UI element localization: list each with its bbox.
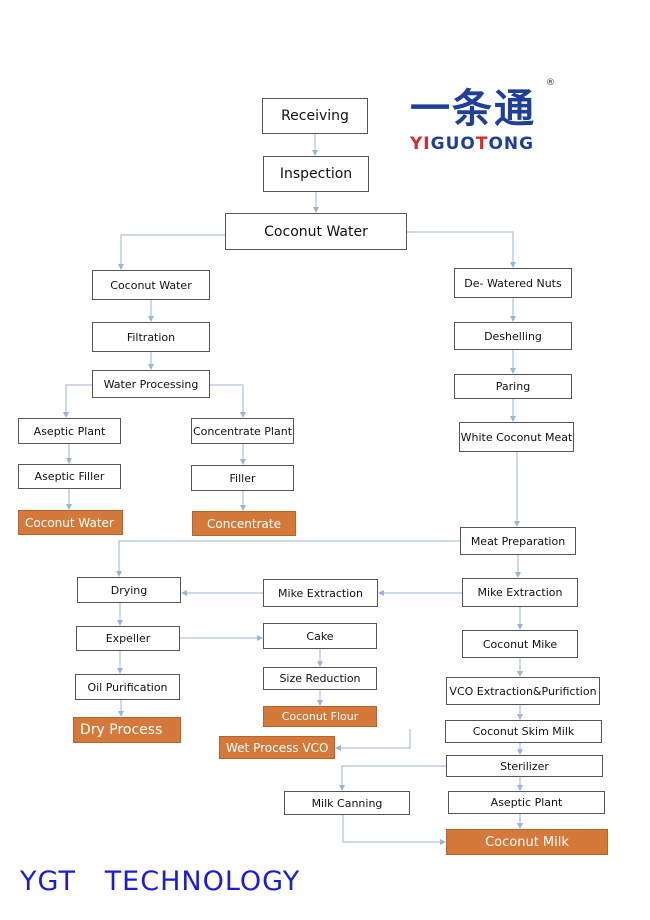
node-deshelling: Deshelling: [454, 322, 572, 350]
logo-english: YIGUOTONG: [410, 134, 535, 154]
connector: [63, 384, 92, 418]
output-concentrate: Concentrate: [192, 511, 296, 536]
registered-mark: ®: [546, 78, 555, 88]
node-aseptic-filler: Aseptic Filler: [18, 464, 121, 489]
connector: [339, 765, 446, 791]
node-paring: Paring: [454, 374, 572, 399]
node-concentrate-plant: Concentrate Plant: [191, 418, 294, 444]
node-mike-extraction-right: Mike Extraction: [462, 578, 578, 607]
node-water-processing: Water Processing: [92, 370, 210, 398]
node-coconut-water-main: Coconut Water: [225, 213, 407, 250]
output-coconut-flour: Coconut Flour: [263, 706, 377, 727]
node-coconut-water: Coconut Water: [92, 270, 210, 300]
watermark-text: YGT TECHNOLOGY: [20, 866, 301, 897]
node-aseptic-plant-right: Aseptic Plant: [448, 791, 605, 814]
node-expeller: Expeller: [76, 626, 180, 651]
node-coconut-skim-milk: Coconut Skim Milk: [445, 720, 602, 743]
node-oil-purification: Oil Purification: [75, 674, 180, 700]
node-sterilizer: Sterilizer: [446, 755, 603, 777]
node-white-coconut-meat: White Coconut Meat: [459, 422, 574, 452]
node-milk-canning: Milk Canning: [284, 791, 410, 815]
connector: [342, 815, 446, 845]
output-coconut-milk: Coconut Milk: [446, 829, 608, 855]
node-coconut-mike: Coconut Mike: [462, 630, 578, 658]
node-meat-preparation: Meat Preparation: [460, 527, 576, 555]
node-drying: Drying: [77, 577, 181, 603]
connector: [335, 729, 411, 751]
output-dry-process: Dry Process: [73, 717, 181, 743]
output-coconut-water: Coconut Water: [18, 510, 123, 535]
node-filler: Filler: [191, 465, 294, 491]
node-inspection: Inspection: [263, 156, 369, 192]
node-vco-extraction: VCO Extraction&Purifiction: [446, 677, 600, 705]
logo-chinese: 一条通: [410, 86, 536, 132]
node-mike-extraction-mid: Mike Extraction: [263, 579, 378, 607]
node-receiving: Receiving: [262, 98, 368, 134]
connector: [118, 234, 225, 270]
yiguotong-logo: 一条通 YIGUOTONG ®: [410, 76, 560, 156]
node-aseptic-plant-left: Aseptic Plant: [18, 418, 121, 444]
connector: [407, 231, 516, 268]
node-dewatered-nuts: De- Watered Nuts: [454, 268, 572, 298]
output-wet-process-vco: Wet Process VCO: [219, 736, 335, 759]
node-filtration: Filtration: [92, 322, 210, 352]
node-cake: Cake: [263, 623, 377, 649]
connector: [116, 540, 460, 577]
node-size-reduction: Size Reduction: [263, 667, 377, 690]
connector: [210, 384, 246, 418]
